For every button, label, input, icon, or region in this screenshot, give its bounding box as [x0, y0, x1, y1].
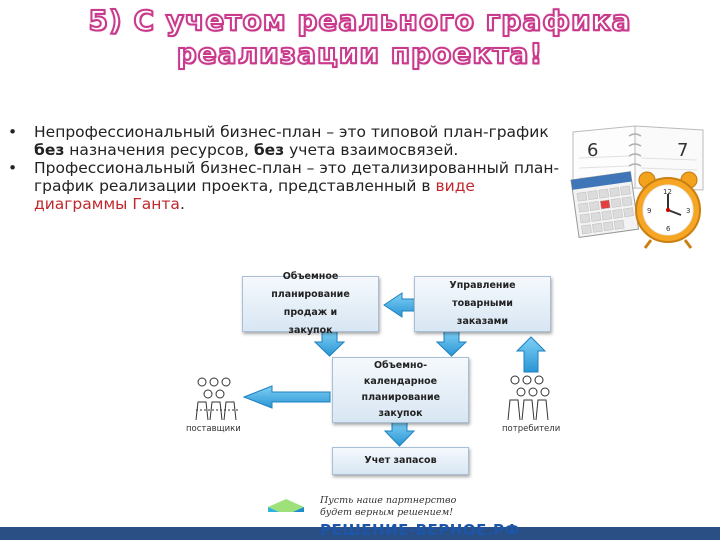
box-sales-planning-label: Объемное планирование продаж и закупок [271, 271, 350, 336]
bullet-highlight: виде диаграммы Ганта [34, 177, 475, 213]
calendar-page-left: 6 [587, 140, 598, 161]
box-sales-planning: Объемное планирование продаж и закупок [242, 271, 379, 336]
clock-digit: 9 [647, 207, 651, 215]
bullet-text: Профессиональный бизнес-план – это детал… [34, 159, 560, 195]
bullet-text: учета взаимосвязей. [284, 141, 459, 159]
footer-stripe [0, 527, 720, 540]
slide-title: 5) С учетом реального графика реализации… [0, 3, 720, 71]
arrow-down-calendar-to-stock [383, 420, 416, 447]
footer-bar [0, 512, 720, 540]
logo-slogan: Пусть наше партнерство будет верным реше… [320, 495, 457, 518]
box-stock-accounting: Учет запасов [332, 447, 469, 475]
box-order-management-label: Управление товарными заказами [449, 280, 516, 327]
bullet-list: • Непрофессиональный бизнес-план – это т… [8, 123, 568, 213]
box-calendar-planning: Объемно-календарное планирование закупок [332, 357, 469, 423]
clock-digit: 3 [686, 207, 690, 215]
bullet-text: назначения ресурсов, [64, 141, 254, 159]
arrow-down-orders-to-calendar [435, 330, 468, 357]
box-stock-accounting-label: Учет запасов [364, 455, 437, 466]
consumers-label: потребители [502, 424, 561, 434]
calendar-clock-illustration: 6 7 12 3 9 6 [565, 118, 710, 253]
consumers-people-icon [507, 375, 550, 421]
bullet-item: • Профессиональный бизнес-план – это дет… [8, 159, 568, 213]
bullet-text: . [179, 195, 185, 213]
box-calendar-planning-label: Объемно-календарное планирование закупок [361, 360, 441, 419]
bullet-text: Непрофессиональный бизнес-план – это тип… [34, 123, 549, 141]
clock-digit: 12 [663, 188, 672, 196]
clock-digit: 6 [666, 225, 671, 233]
logo-name: РЕШЕНИЕ-ВЕРНОЕ.РФ [320, 521, 520, 539]
bullet-marker: • [8, 123, 18, 141]
slide-title-line2: реализации проекта! [176, 36, 544, 71]
calendar-page-right: 7 [677, 140, 688, 161]
suppliers-label: поставщики [186, 424, 241, 434]
bullet-emphasis: без [34, 141, 65, 159]
slide-title-line1: 5) С учетом реального графика [87, 3, 632, 38]
suppliers-people-icon [195, 377, 238, 421]
bullet-marker: • [8, 159, 18, 177]
bullet-item: • Непрофессиональный бизнес-план – это т… [8, 123, 568, 159]
bullet-emphasis: без [253, 141, 285, 159]
arrow-left-to-suppliers [242, 385, 331, 409]
box-order-management: Управление товарными заказами [414, 276, 551, 332]
arrow-down-sales-to-calendar [313, 330, 346, 357]
arrow-up-consumers-to-orders [515, 336, 547, 373]
